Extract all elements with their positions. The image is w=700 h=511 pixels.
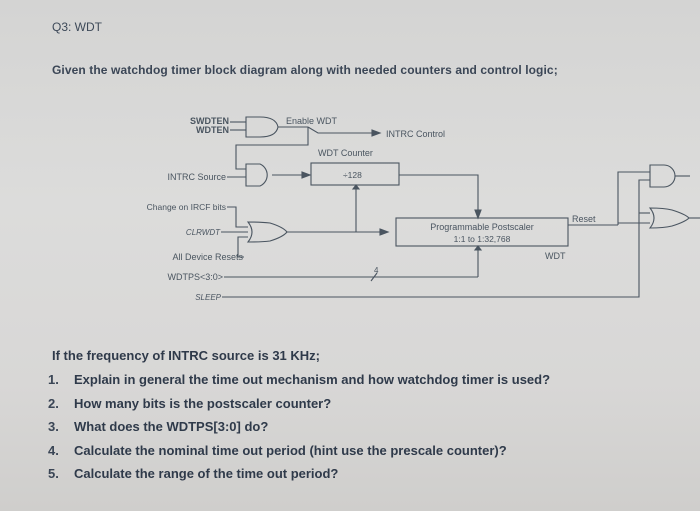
question-text: Calculate the range of the time out peri… (74, 466, 339, 481)
question-list: 1. Explain in general the time out mechan… (48, 372, 550, 490)
div128-label: ÷128 (343, 170, 362, 180)
question-id: Q3: WDT (52, 20, 102, 34)
question-item: 4. Calculate the nominal time out period … (48, 443, 550, 467)
question-item: 1. Explain in general the time out mechan… (48, 372, 550, 396)
output-gate-top (649, 164, 676, 188)
postscaler-box (395, 217, 569, 247)
question-number: 2. (48, 395, 59, 411)
all-device-resets-label: All Device Resets (172, 252, 243, 262)
question-number: 4. (48, 442, 59, 458)
wdtps-label: WDTPS<3:0> (167, 272, 223, 282)
postscaler-title: Programmable Postscaler (430, 222, 534, 232)
watchdog-block-diagram: SWDTEN WDTEN Enable WDT INTRC Control WD… (147, 116, 700, 302)
clrwdt-label: CLRWDT (186, 228, 221, 237)
wdt-counter-box (310, 162, 400, 186)
sleep-label: SLEEP (195, 293, 221, 302)
counter-gate (245, 163, 268, 187)
bus-width-label: 4 (374, 266, 379, 275)
given-statement: Given the watchdog timer block diagram a… (52, 63, 558, 77)
question-item: 2. How many bits is the postscaler counte… (48, 396, 550, 420)
wdten-label: WDTEN (196, 125, 229, 135)
frequency-statement: If the frequency of INTRC source is 31 K… (52, 348, 320, 363)
swdten-label: SWDTEN (190, 116, 229, 126)
enable-gate (245, 116, 279, 138)
intrc-source-label: INTRC Source (167, 172, 226, 182)
clear-gate (246, 221, 288, 243)
wdt-output-label: WDT (545, 251, 566, 261)
question-text: Calculate the nominal time out period (h… (74, 442, 507, 458)
question-text: What does the WDTPS[3:0] do? (74, 419, 269, 434)
output-gate-bottom (648, 207, 690, 229)
question-text: Explain in general the time out mechanis… (74, 372, 551, 387)
enable-wdt-label: Enable WDT (286, 116, 338, 126)
intrc-control-label: INTRC Control (386, 129, 445, 139)
change-on-ircf-label: Change on IRCF bits (147, 202, 226, 212)
question-item: 5. Calculate the range of the time out pe… (48, 466, 550, 490)
question-number: 1. (48, 372, 59, 387)
question-number: 5. (48, 466, 59, 481)
question-number: 3. (48, 419, 59, 434)
question-text: How many bits is the postscaler counter? (74, 395, 332, 411)
postscaler-range: 1:1 to 1:32,768 (454, 234, 511, 244)
question-item: 3. What does the WDTPS[3:0] do? (48, 419, 550, 443)
reset-label: Reset (572, 214, 596, 224)
wdt-counter-label: WDT Counter (318, 148, 373, 158)
